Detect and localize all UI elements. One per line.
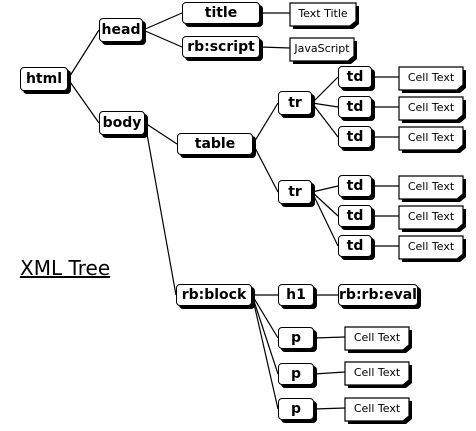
node-td-6: td	[338, 235, 372, 257]
node-td-5: td	[338, 205, 372, 227]
tree-edge	[311, 185, 339, 193]
tree-edge	[311, 102, 339, 138]
tree-edge	[311, 191, 339, 247]
tree-edge	[142, 12, 183, 31]
node-td-3: td	[338, 126, 372, 148]
leaf-label: Cell Text	[353, 365, 401, 379]
leaf-label: Cell Text	[407, 70, 455, 84]
node-p-3: p	[278, 398, 314, 420]
tree-edge	[259, 46, 291, 49]
tree-edge	[311, 191, 339, 217]
leaf-label: Text Title	[298, 6, 348, 20]
tree-edge	[144, 122, 178, 145]
leaf-javascript: JavaScript	[289, 37, 357, 64]
node-p-1: p	[278, 327, 314, 349]
node-tr-1: tr	[278, 91, 312, 115]
node-rb-block: rb:block	[176, 284, 252, 306]
leaf-p-text-3: Cell Text	[344, 397, 412, 424]
tree-edge	[313, 336, 346, 339]
node-title: title	[182, 2, 260, 24]
node-h1: h1	[278, 284, 314, 306]
tree-edge	[251, 294, 279, 375]
leaf-text-title: Text Title	[289, 2, 359, 29]
leaf-cell-text-3: Cell Text	[398, 126, 466, 153]
leaf-cell-text-1: Cell Text	[398, 66, 466, 93]
tree-edge	[144, 122, 177, 296]
node-html: html	[20, 67, 68, 91]
leaf-cell-text-4: Cell Text	[398, 175, 466, 202]
node-table: table	[177, 133, 253, 155]
tree-edge	[313, 371, 346, 375]
node-body: body	[99, 111, 145, 135]
tree-edge	[252, 102, 279, 145]
tree-edge	[251, 294, 279, 410]
diagram-caption: XML Tree	[20, 256, 111, 280]
tree-edge	[311, 102, 339, 108]
tree-edge	[311, 76, 339, 104]
tree-edge	[251, 294, 279, 339]
node-td-1: td	[338, 66, 372, 88]
tree-edge	[313, 407, 346, 410]
tree-edge	[252, 143, 279, 193]
leaf-cell-text-6: Cell Text	[398, 235, 466, 262]
leaf-label: Cell Text	[353, 330, 401, 344]
node-rb-script: rb:script	[182, 36, 260, 58]
tree-edge	[142, 29, 183, 48]
leaf-label: Cell Text	[407, 100, 455, 114]
leaf-p-text-1: Cell Text	[344, 326, 412, 353]
leaf-p-text-2: Cell Text	[344, 361, 412, 388]
tree-edge	[67, 29, 100, 80]
leaf-cell-text-2: Cell Text	[398, 96, 466, 123]
leaf-label: Cell Text	[353, 401, 401, 415]
node-tr-2: tr	[278, 180, 312, 204]
node-td-4: td	[338, 175, 372, 197]
node-p-2: p	[278, 363, 314, 385]
leaf-label: Cell Text	[407, 209, 455, 223]
tree-edge	[67, 78, 100, 124]
leaf-cell-text-5: Cell Text	[398, 205, 466, 232]
leaf-label: JavaScript	[294, 41, 350, 55]
leaf-label: Cell Text	[407, 179, 455, 193]
leaf-label: Cell Text	[407, 239, 455, 253]
node-td-2: td	[338, 96, 372, 118]
leaf-label: Cell Text	[407, 130, 455, 144]
node-rb-rb-eval: rb:rb:eval	[338, 284, 418, 306]
node-head: head	[99, 18, 143, 42]
